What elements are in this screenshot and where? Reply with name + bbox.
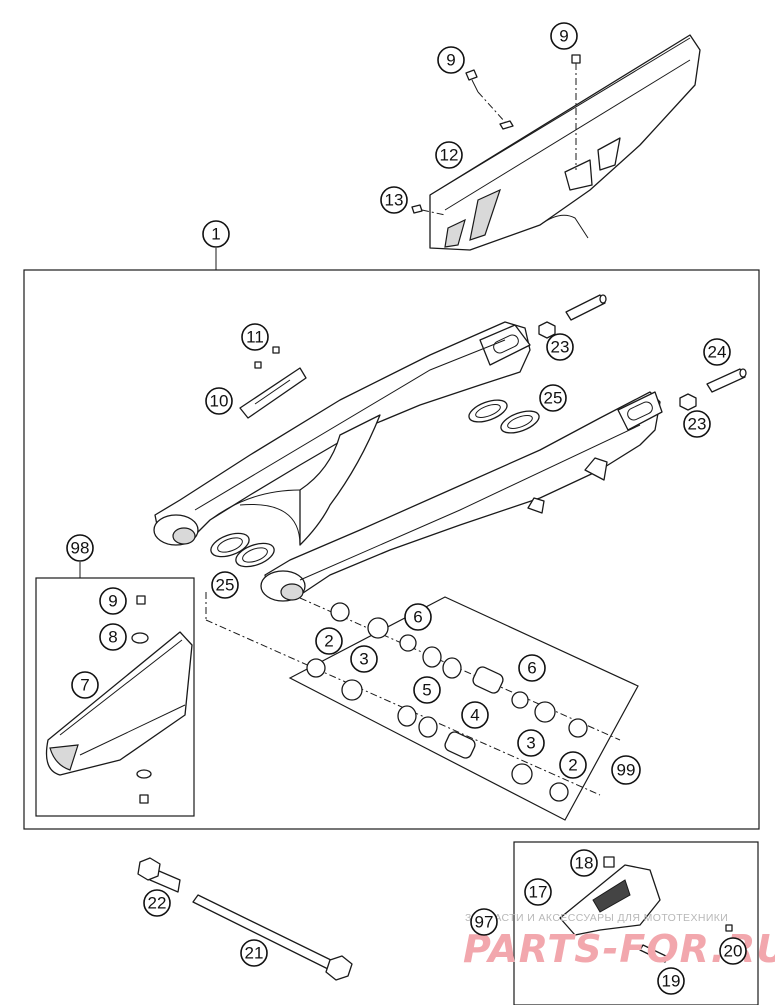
callout-6-upper: 6 [404,603,432,631]
callout-9-top-right: 9 [550,22,578,50]
callout-number: 5 [422,681,431,700]
callout-number: 98 [71,539,90,558]
callout-9-slider: 9 [99,587,127,615]
callout-13: 13 [380,186,408,214]
callout-12: 12 [435,141,463,169]
callout-number: 22 [148,894,167,913]
callout-number: 23 [688,415,707,434]
swingarm [153,321,663,602]
callout-number: 9 [446,51,455,70]
callout-number: 24 [708,343,727,362]
chain-adjusters [538,294,747,411]
watermark-tagline: ЗАПЧАСТИ И АКСЕССУАРЫ ДЛЯ МОТОТЕХНИКИ [465,912,728,924]
callout-number: 19 [662,972,681,991]
callout-number: 99 [617,761,636,780]
callout-21: 21 [240,939,268,967]
callout-97: 97 [470,908,498,936]
callout-number: 6 [413,608,422,627]
callout-number: 25 [544,389,563,408]
callout-3-lower: 3 [517,729,545,757]
callout-number: 2 [324,632,333,651]
callout-98: 98 [66,534,94,562]
callout-number: 18 [575,854,594,873]
callout-number: 8 [108,628,117,647]
callout-25-upper: 25 [539,384,567,412]
swingarm-group-frame [23,248,760,830]
callout-23-lower: 23 [683,410,711,438]
callout-5: 5 [413,676,441,704]
chain-slider-bracket [239,346,307,419]
bearing-kit-parts [306,602,588,802]
callout-number: 13 [385,191,404,210]
callout-99: 99 [611,755,641,785]
callout-18: 18 [570,849,598,877]
callout-number: 2 [568,756,577,775]
callout-25-lower: 25 [211,571,239,599]
callout-number: 9 [108,592,117,611]
callout-4: 4 [461,701,489,729]
callout-8: 8 [99,623,127,651]
callout-6-lower: 6 [518,654,546,682]
callout-number: 12 [440,146,459,165]
callout-23-upper: 23 [546,333,574,361]
seals-lower [210,532,275,568]
callout-2-upper: 2 [315,627,343,655]
callout-number: 1 [211,225,220,244]
chain-guard-assembly [411,34,701,251]
callout-number: 25 [216,576,235,595]
callout-7: 7 [71,671,99,699]
callout-number: 21 [245,944,264,963]
accessory-group-frame [513,841,759,1005]
callout-24: 24 [703,338,731,366]
callout-number: 6 [527,659,536,678]
callout-number: 10 [210,392,229,411]
callout-number: 3 [359,650,368,669]
callout-19: 19 [657,967,685,995]
callout-number: 20 [724,942,743,961]
callout-number: 4 [470,706,479,725]
callout-number: 3 [526,734,535,753]
callout-number: 7 [80,676,89,695]
callout-20: 20 [719,937,747,965]
callout-11: 11 [241,323,269,351]
callout-17: 17 [524,878,552,906]
chain-slider-group [35,562,195,817]
callout-10: 10 [205,387,233,415]
callout-number: 9 [559,27,568,46]
callout-1: 1 [202,220,230,248]
callout-number: 17 [529,883,548,902]
callout-9-top-left: 9 [437,46,465,74]
seals-upper [468,399,540,434]
callout-2-lower: 2 [559,751,587,779]
callout-3-upper: 3 [350,645,378,673]
callout-number: 97 [475,913,494,932]
callout-number: 23 [551,338,570,357]
callout-22: 22 [143,889,171,917]
callout-number: 11 [246,328,264,347]
pivot-shaft [137,857,353,981]
